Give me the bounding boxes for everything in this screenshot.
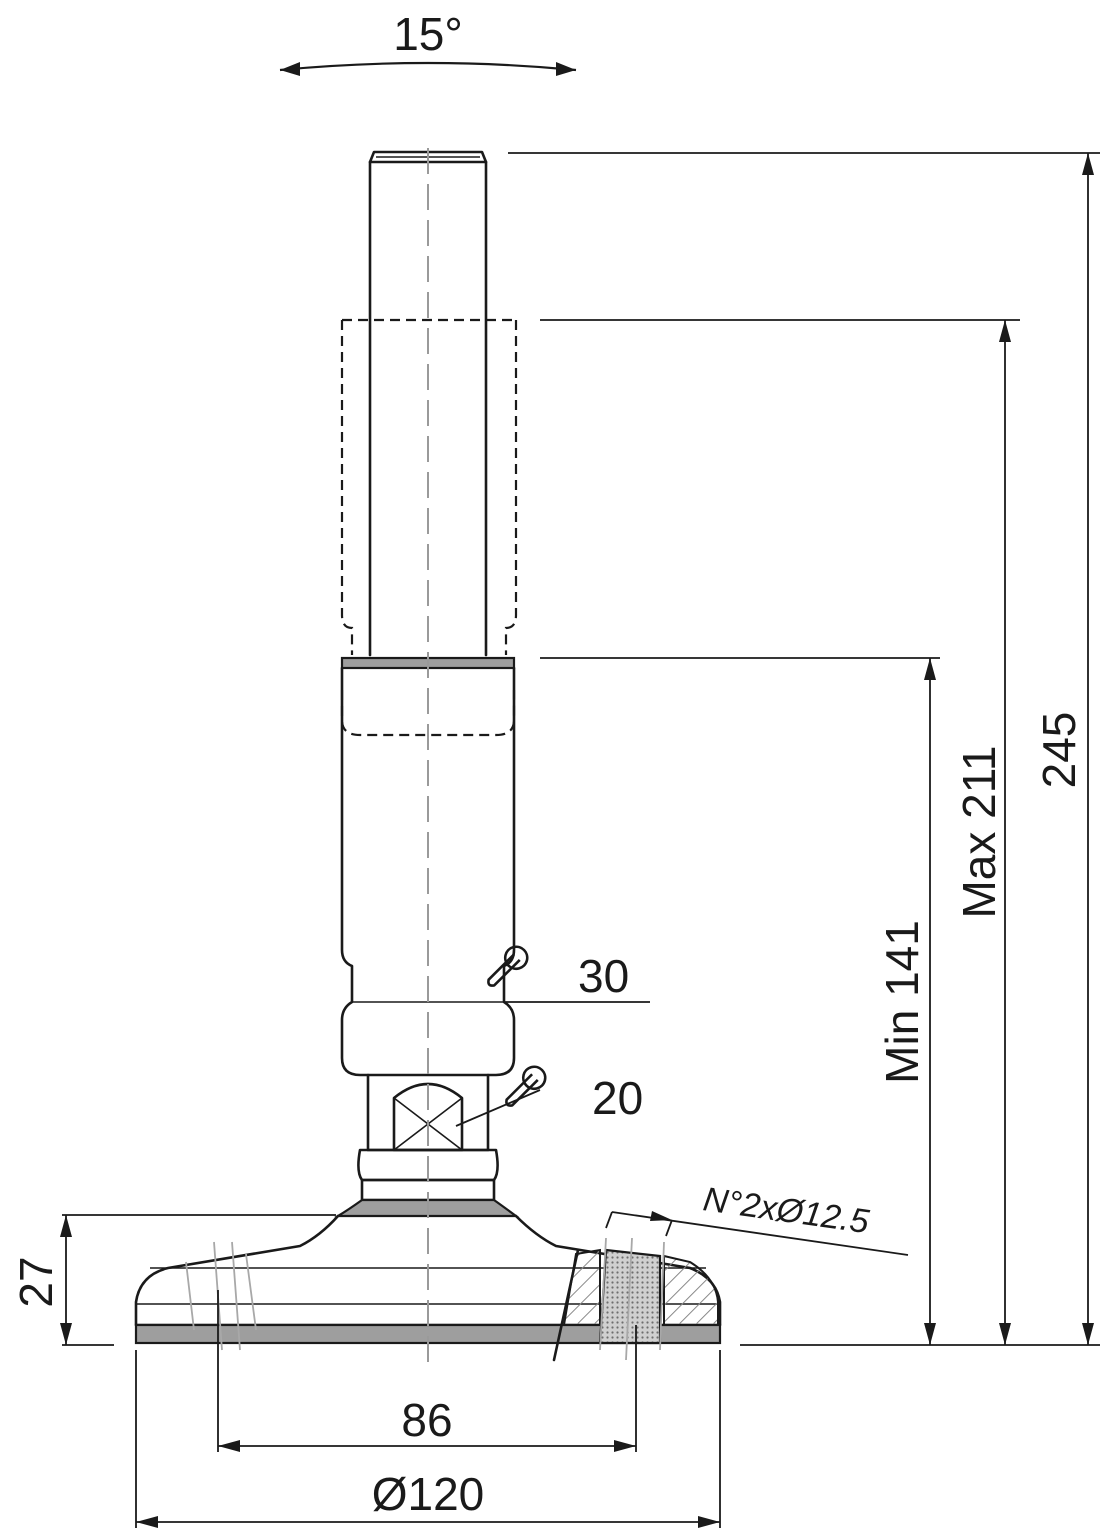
hole-spacing-dimension: 86 [217,1290,637,1452]
holes-label: N°2xØ12.5 [701,1180,871,1241]
wrench-30-label: 30 [578,950,629,1002]
height-total-label: 245 [1033,712,1085,789]
swivel-arc [279,61,577,72]
wrench-20-label: 20 [592,1072,643,1124]
wrench-icon [487,938,536,987]
base-height-dimension: 27 [10,1214,336,1346]
max-extension-ghost [340,318,518,655]
holes-callout: N°2xØ12.5 [605,1180,909,1256]
swivel-arrow-left [280,62,300,76]
wrench-20-callout: 20 [455,1058,643,1127]
height-max-label: Max 211 [953,745,1005,918]
height-dimensions: 245 Max 211 Min 141 [508,152,1100,1346]
base-diameter-label: Ø120 [372,1468,485,1520]
swivel-arrow-right [556,62,576,76]
wrench-icon [505,1058,554,1107]
hole-spacing-label: 86 [401,1394,452,1446]
base-height-label: 27 [10,1256,62,1307]
mounting-hole-ghosts [185,1237,665,1361]
swivel-angle-indicator: 15° [279,8,577,76]
height-min-label: Min 141 [876,920,928,1084]
threaded-stem [368,150,488,657]
swivel-angle-label: 15° [393,8,463,60]
base-diameter-dimension: Ø120 [135,1350,721,1528]
wrench-30-callout: 30 [487,938,650,1003]
